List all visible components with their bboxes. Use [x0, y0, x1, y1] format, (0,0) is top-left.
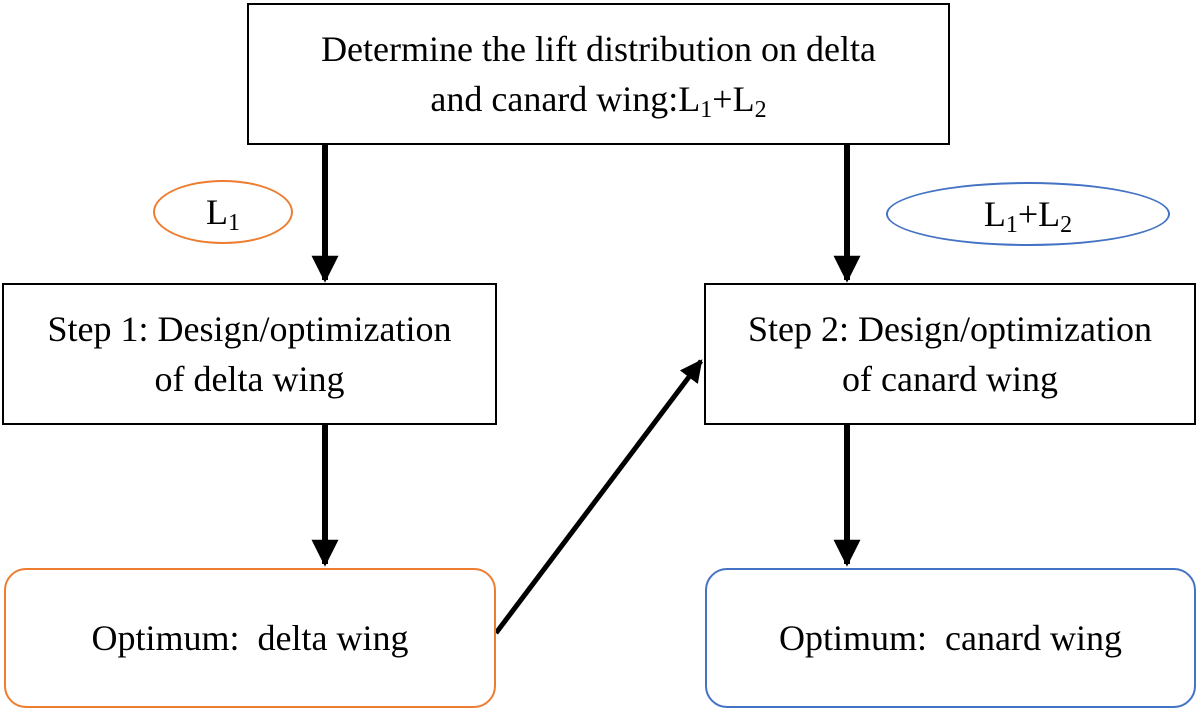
lift-distribution-line2: and canard wing:L1+L2	[430, 79, 767, 123]
step2-box: Step 2: Design/optimization of canard wi…	[704, 283, 1196, 425]
step2-line2: of canard wing	[842, 359, 1058, 399]
l1-ellipse-label: L1	[153, 180, 293, 244]
step2-line1: Step 2: Design/optimization	[748, 309, 1152, 349]
optimum-delta-wing-label: Optimum: delta wing	[91, 618, 409, 658]
step1-line1: Step 1: Design/optimization	[47, 309, 452, 349]
l1-plus-l2-ellipse-label: L1+L2	[886, 182, 1170, 246]
step1-box: Step 1: Design/optimization of delta win…	[2, 283, 497, 425]
arrow-optimum-delta-to-step2	[494, 359, 703, 635]
optimum-canard-wing-label: Optimum: canard wing	[779, 618, 1122, 658]
lift-distribution-line1: Determine the lift distribution on delta	[321, 29, 876, 69]
lift-distribution-box: Determine the lift distribution on delta…	[247, 3, 950, 145]
optimum-canard-wing-box: Optimum: canard wing	[705, 568, 1196, 708]
optimum-delta-wing-box: Optimum: delta wing	[4, 568, 496, 708]
step1-line2: of delta wing	[154, 359, 345, 399]
l1-ellipse-text: L1	[206, 192, 240, 236]
l1-plus-l2-ellipse-text: L1+L2	[983, 194, 1073, 238]
